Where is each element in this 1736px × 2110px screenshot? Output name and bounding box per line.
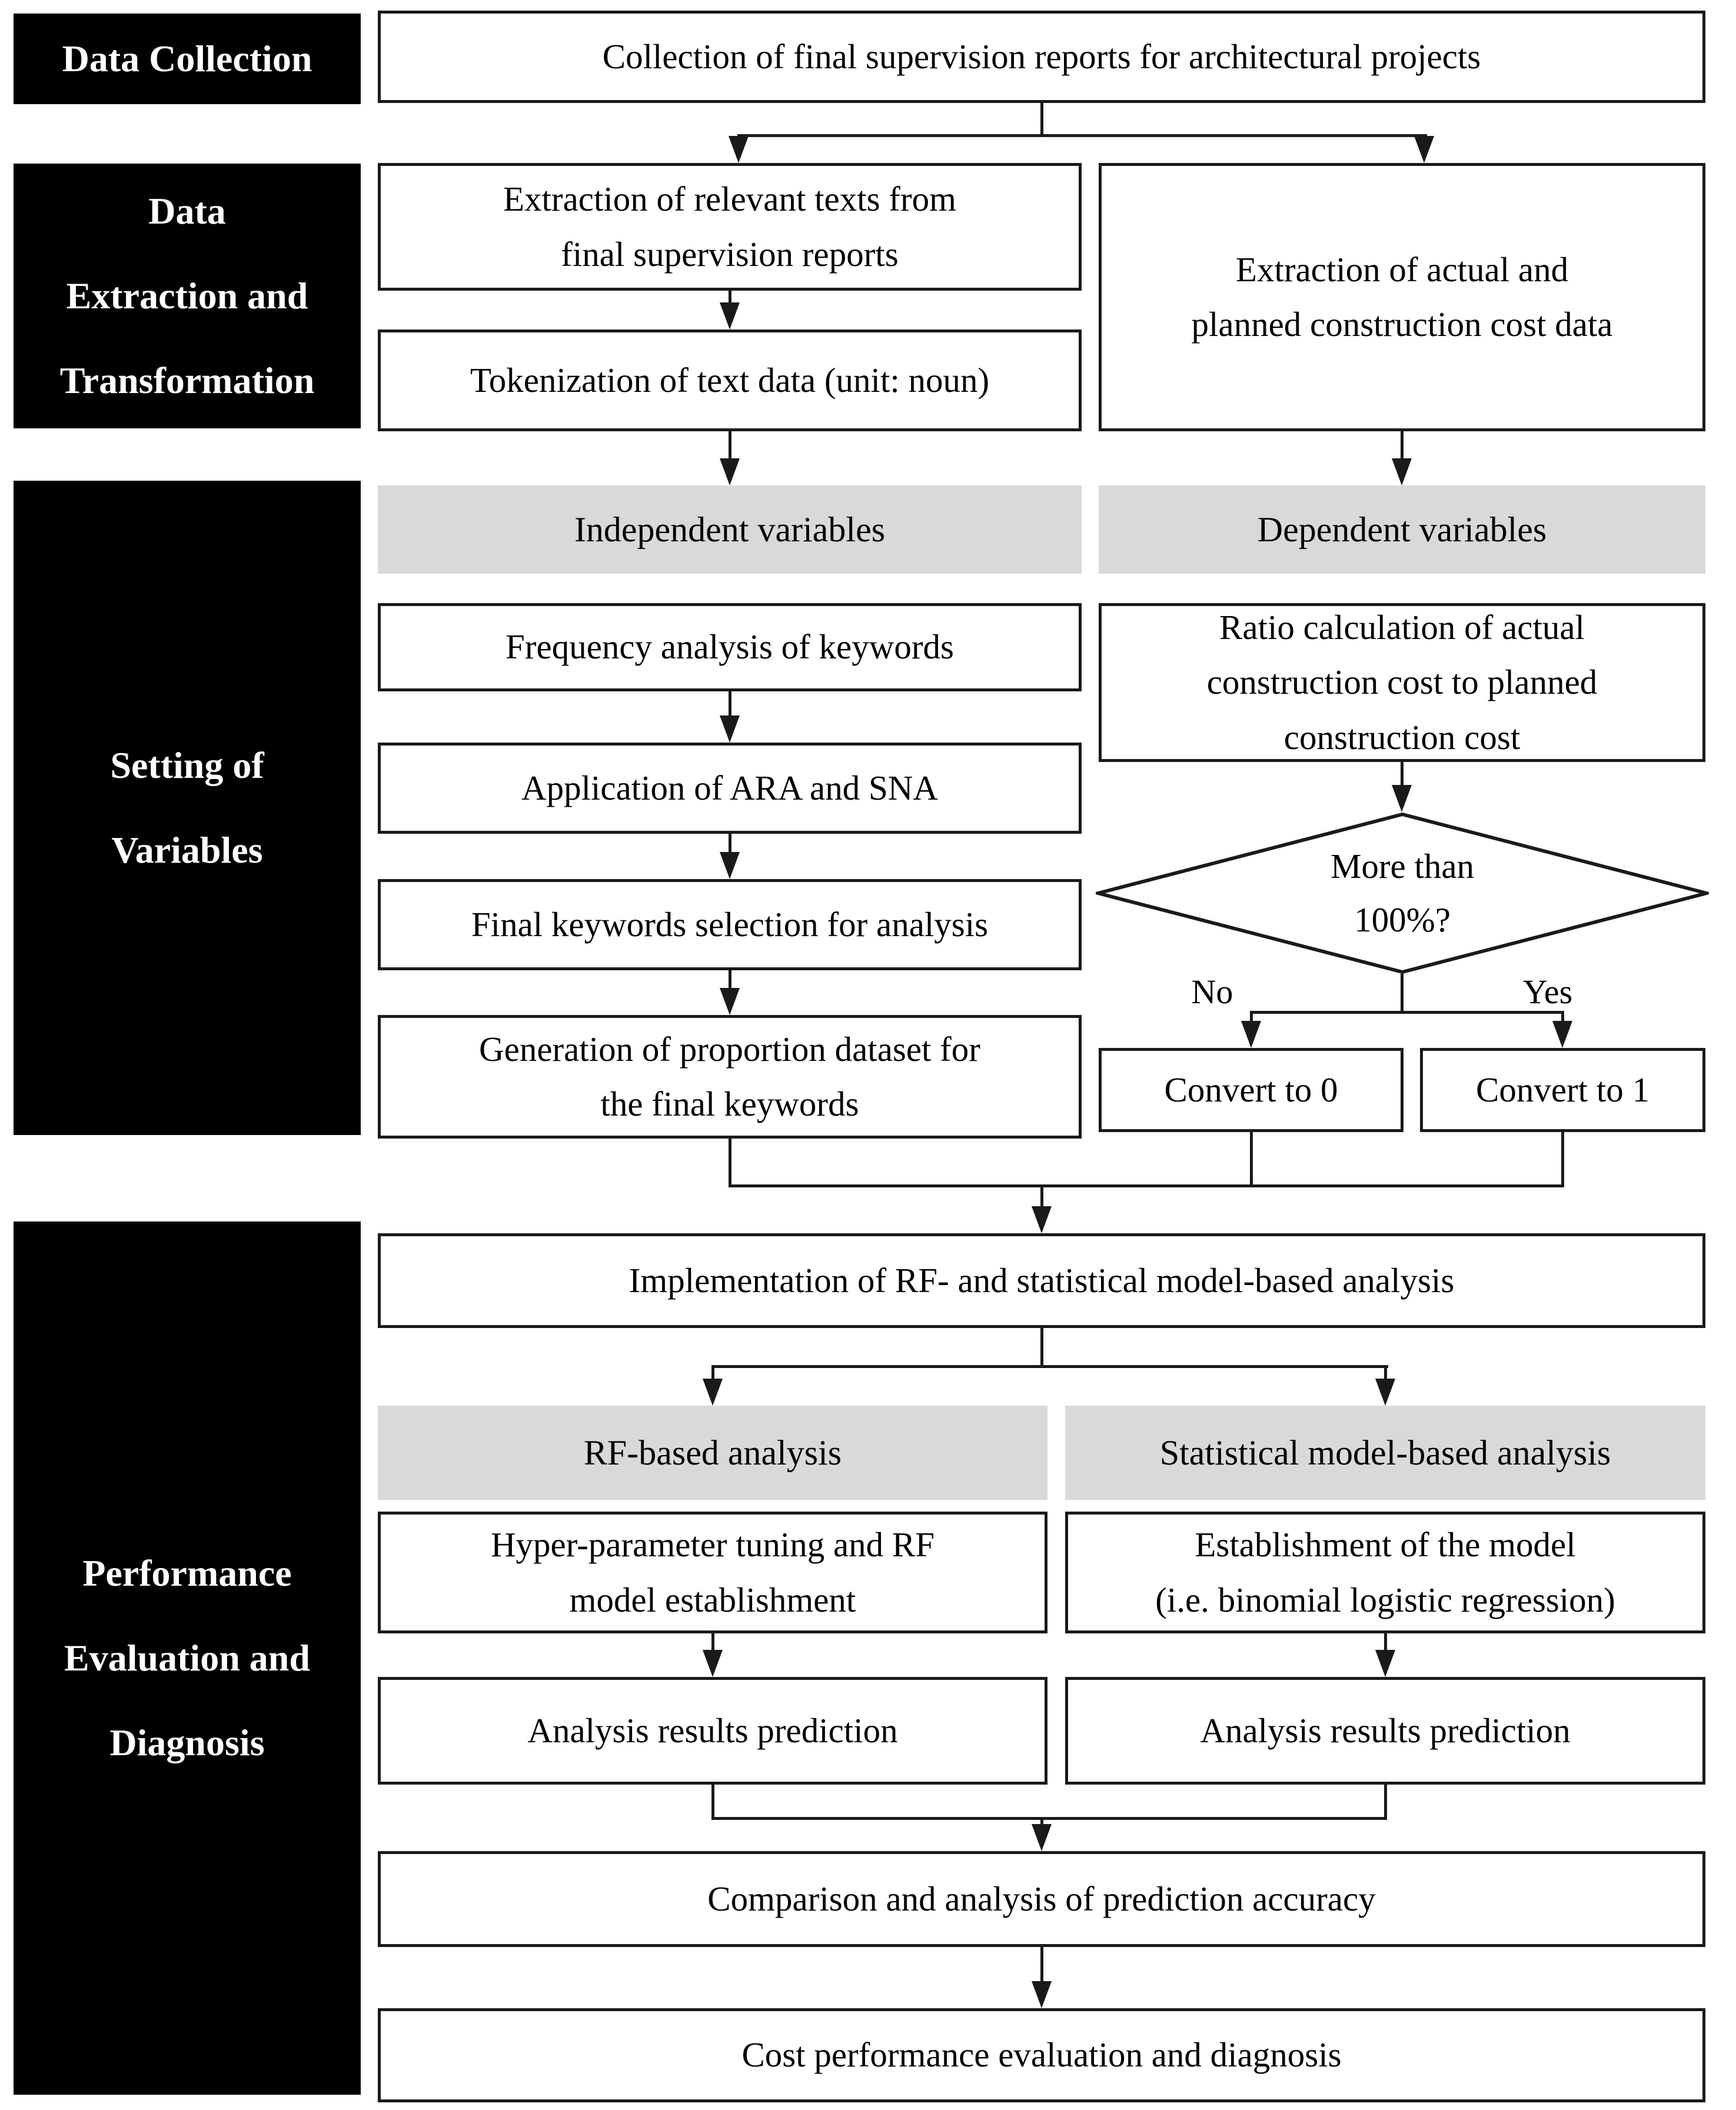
connector-line — [711, 1817, 1387, 1820]
connector-line — [1561, 1011, 1564, 1024]
arrowhead-icon — [729, 136, 749, 163]
node-stat-results-prediction: Analysis results prediction — [1065, 1677, 1705, 1785]
arrowhead-icon — [1032, 1981, 1052, 2008]
arrowhead-icon — [720, 988, 740, 1015]
connector-line — [1040, 1947, 1043, 1983]
node-frequency-analysis: Frequency analysis of keywords — [378, 603, 1082, 691]
node-collection-reports: Collection of final supervision reports … — [378, 11, 1705, 103]
node-extract-cost-data: Extraction of actual and planned constru… — [1099, 163, 1705, 431]
node-extract-relevant-texts: Extraction of relevant texts from final … — [378, 163, 1082, 291]
connector-line — [729, 691, 731, 718]
node-cost-performance-evaluation: Cost performance evaluation and diagnosi… — [378, 2008, 1705, 2102]
connector-line — [1040, 1184, 1043, 1207]
decision-diamond-label: More than 100%? — [1330, 846, 1475, 939]
section-label-performance-evaluation-diagnosis: Performance Evaluation and Diagnosis — [14, 1222, 361, 2095]
connector-line — [729, 1139, 731, 1187]
connector-line — [1040, 1817, 1043, 1826]
node-convert-to-1: Convert to 1 — [1420, 1048, 1705, 1132]
node-convert-to-0: Convert to 0 — [1099, 1048, 1404, 1132]
connector-line — [729, 1184, 1564, 1187]
arrowhead-icon — [1392, 785, 1412, 812]
arrowhead-icon — [703, 1650, 723, 1677]
arrowhead-icon — [720, 302, 740, 330]
connector-line — [711, 1785, 714, 1820]
connector-line — [1040, 103, 1043, 137]
connector-line — [729, 834, 731, 854]
node-establishment-of-model: Establishment of the model (i.e. binomia… — [1065, 1512, 1705, 1633]
arrowhead-icon — [1392, 458, 1412, 485]
branch-label-yes: Yes — [1522, 972, 1573, 1011]
connector-line — [1250, 1011, 1253, 1024]
diamond-shape-icon — [1091, 812, 1714, 974]
arrowhead-icon — [720, 458, 740, 485]
connector-line — [1384, 1633, 1387, 1652]
node-implementation-analysis: Implementation of RF- and statistical mo… — [378, 1233, 1705, 1328]
section-label-data-collection: Data Collection — [14, 14, 361, 104]
connector-line — [711, 1633, 714, 1652]
node-comparison-prediction-accuracy: Comparison and analysis of prediction ac… — [378, 1851, 1705, 1947]
section-label-setting-of-variables: Setting of Variables — [14, 481, 361, 1135]
connector-line — [1561, 1132, 1564, 1187]
connector-line — [729, 970, 731, 990]
branch-label-no: No — [1191, 972, 1233, 1011]
decision-diamond — [1091, 812, 1714, 974]
arrowhead-icon — [1375, 1650, 1395, 1677]
connector-line — [1384, 1785, 1387, 1820]
connector-line — [1384, 1365, 1387, 1381]
connector-line — [711, 1365, 714, 1381]
arrowhead-icon — [1032, 1206, 1052, 1233]
header-statistical-model-analysis: Statistical model-based analysis — [1065, 1406, 1705, 1500]
connector-line — [711, 1365, 1388, 1368]
connector-line — [729, 291, 731, 305]
arrowhead-icon — [720, 715, 740, 743]
node-proportion-dataset: Generation of proportion dataset for the… — [378, 1015, 1082, 1139]
connector-line — [729, 431, 731, 460]
node-ara-sna: Application of ARA and SNA — [378, 743, 1082, 834]
node-ratio-calculation: Ratio calculation of actual construction… — [1099, 603, 1705, 762]
connector-line — [1250, 1132, 1253, 1187]
connector-line — [1401, 762, 1404, 787]
arrowhead-icon — [1414, 136, 1434, 163]
node-tokenization: Tokenization of text data (unit: noun) — [378, 330, 1082, 431]
arrowhead-icon — [1241, 1021, 1261, 1048]
connector-line — [1401, 974, 1404, 1014]
arrowhead-icon — [1032, 1824, 1052, 1851]
node-rf-results-prediction: Analysis results prediction — [378, 1677, 1047, 1785]
header-independent-variables: Independent variables — [378, 485, 1082, 574]
connector-line — [1250, 1011, 1564, 1014]
arrowhead-icon — [1375, 1379, 1395, 1406]
node-hyper-parameter-tuning: Hyper-parameter tuning and RF model esta… — [378, 1512, 1047, 1633]
connector-line — [1040, 1328, 1043, 1368]
connector-line — [737, 134, 1427, 137]
arrowhead-icon — [1552, 1021, 1572, 1048]
header-dependent-variables: Dependent variables — [1099, 485, 1705, 574]
header-rf-based-analysis: RF-based analysis — [378, 1406, 1047, 1500]
connector-line — [1401, 431, 1404, 460]
node-final-keywords-selection: Final keywords selection for analysis — [378, 879, 1082, 970]
arrowhead-icon — [720, 852, 740, 879]
section-label-data-extraction-transformation: Data Extraction and Transformation — [14, 164, 361, 428]
arrowhead-icon — [703, 1379, 723, 1406]
